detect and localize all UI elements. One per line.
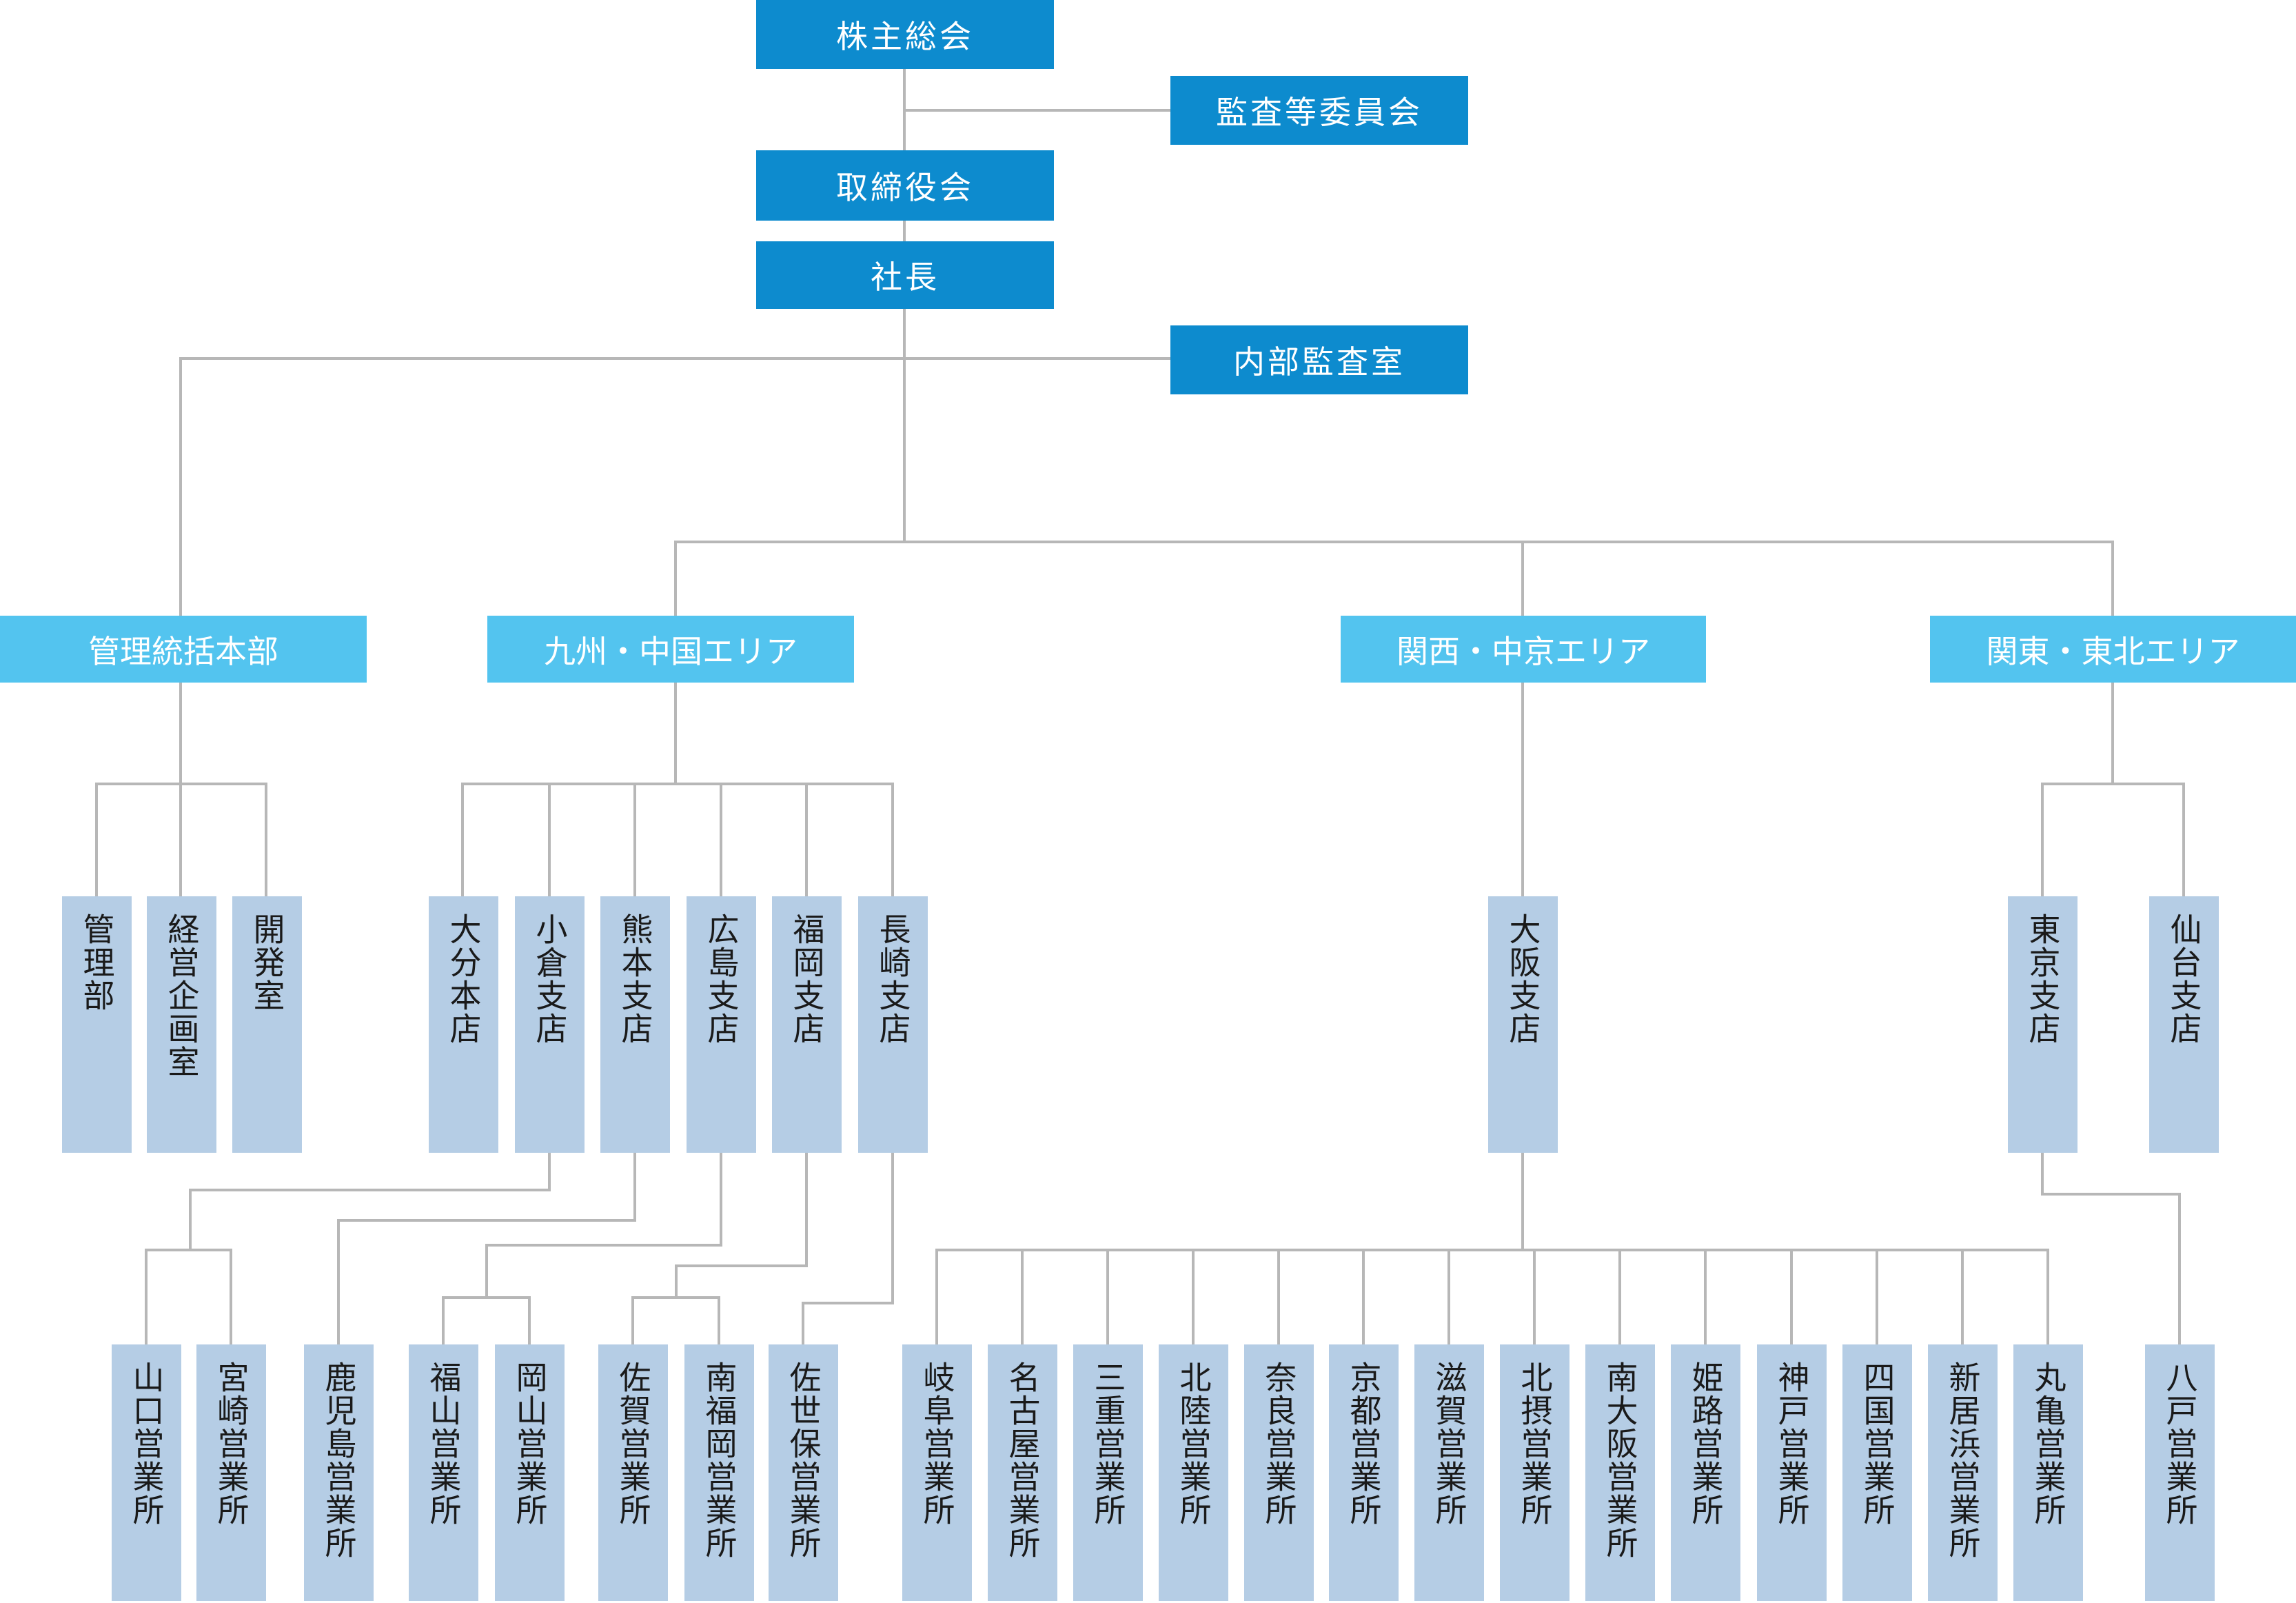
node-label: 南福岡営業所 (700, 1361, 738, 1560)
node-president: 社長 (756, 241, 1054, 309)
node-management-dept: 管理部 (62, 896, 132, 1153)
node-mie-office: 三重営業所 (1073, 1344, 1143, 1601)
node-kansai-chukyo-area: 関西・中京エリア (1341, 616, 1706, 683)
node-internal-audit: 内部監査室 (1170, 325, 1468, 394)
node-label: 南大阪営業所 (1601, 1361, 1639, 1560)
node-label: 岐阜営業所 (918, 1361, 956, 1526)
node-label: 神戸営業所 (1773, 1361, 1811, 1526)
node-marugame-office: 丸亀営業所 (2013, 1344, 2083, 1601)
node-oita-head-office: 大分本店 (429, 896, 498, 1153)
node-label: 管理部 (78, 913, 116, 1012)
node-label: 長崎支店 (874, 913, 912, 1045)
node-sendai-branch: 仙台支店 (2149, 896, 2219, 1153)
node-label: 岡山営業所 (511, 1361, 549, 1526)
node-miyazaki-office: 宮崎営業所 (196, 1344, 266, 1601)
node-niihama-office: 新居浜営業所 (1928, 1344, 1998, 1601)
node-sasebo-office: 佐世保営業所 (769, 1344, 838, 1601)
node-hiroshima-branch: 広島支店 (687, 896, 756, 1153)
node-label: 宮崎営業所 (212, 1361, 250, 1526)
node-admin-headquarters: 管理統括本部 (0, 616, 367, 683)
node-label: 大阪支店 (1504, 913, 1542, 1045)
node-gifu-office: 岐阜営業所 (902, 1344, 972, 1601)
node-corporate-planning: 経営企画室 (147, 896, 216, 1153)
node-okayama-office: 岡山営業所 (495, 1344, 565, 1601)
node-label: 福山営業所 (425, 1361, 463, 1526)
node-label: 八戸営業所 (2161, 1361, 2199, 1526)
node-label: 三重営業所 (1089, 1361, 1127, 1526)
node-label: 経営企画室 (163, 913, 201, 1078)
node-label: 開発室 (248, 913, 286, 1012)
node-minami-osaka-office: 南大阪営業所 (1585, 1344, 1655, 1601)
node-label: 滋賀営業所 (1430, 1361, 1468, 1526)
node-kokura-branch: 小倉支店 (515, 896, 585, 1153)
node-nara-office: 奈良営業所 (1244, 1344, 1314, 1601)
node-kanto-tohoku-area: 関東・東北エリア (1930, 616, 2296, 683)
node-kumamoto-branch: 熊本支店 (600, 896, 670, 1153)
node-kyushu-chugoku-area: 九州・中国エリア (487, 616, 854, 683)
node-label: 福岡支店 (788, 913, 826, 1045)
node-fukuoka-branch: 福岡支店 (772, 896, 842, 1153)
node-label: 新居浜営業所 (1944, 1361, 1982, 1560)
node-label: 奈良営業所 (1260, 1361, 1298, 1526)
node-minami-fukuoka-office: 南福岡営業所 (684, 1344, 754, 1601)
node-shareholders-meeting: 株主総会 (756, 0, 1054, 69)
node-tokyo-branch: 東京支店 (2008, 896, 2077, 1153)
node-label: 丸亀営業所 (2029, 1361, 2067, 1526)
node-label: 名古屋営業所 (1004, 1361, 1042, 1560)
node-board-of-directors: 取締役会 (756, 150, 1054, 221)
node-label: 仙台支店 (2165, 913, 2203, 1045)
node-label: 京都営業所 (1345, 1361, 1383, 1526)
node-label: 姫路営業所 (1687, 1361, 1725, 1526)
node-audit-committee: 監査等委員会 (1170, 76, 1468, 145)
node-label: 佐世保営業所 (784, 1361, 822, 1560)
node-label: 北摂営業所 (1516, 1361, 1554, 1526)
node-hachinohe-office: 八戸営業所 (2145, 1344, 2215, 1601)
node-label: 広島支店 (702, 913, 740, 1045)
node-label: 小倉支店 (531, 913, 569, 1045)
node-label: 山口営業所 (128, 1361, 165, 1526)
node-development-office: 開発室 (232, 896, 302, 1153)
node-fukuyama-office: 福山営業所 (409, 1344, 478, 1601)
node-label: 佐賀営業所 (614, 1361, 652, 1526)
node-kagoshima-office: 鹿児島営業所 (304, 1344, 374, 1601)
node-label: 熊本支店 (616, 913, 654, 1045)
node-label: 四国営業所 (1858, 1361, 1896, 1526)
node-label: 大分本店 (445, 913, 482, 1045)
node-label: 鹿児島営業所 (320, 1361, 358, 1560)
node-kyoto-office: 京都営業所 (1329, 1344, 1399, 1601)
node-yamaguchi-office: 山口営業所 (112, 1344, 181, 1601)
node-label: 東京支店 (2024, 913, 2062, 1045)
node-shiga-office: 滋賀営業所 (1414, 1344, 1484, 1601)
node-shikoku-office: 四国営業所 (1842, 1344, 1912, 1601)
node-saga-office: 佐賀営業所 (598, 1344, 668, 1601)
node-himeji-office: 姫路営業所 (1671, 1344, 1740, 1601)
node-hokusetsu-office: 北摂営業所 (1500, 1344, 1569, 1601)
node-hokuriku-office: 北陸営業所 (1159, 1344, 1228, 1601)
node-nagasaki-branch: 長崎支店 (858, 896, 928, 1153)
node-kobe-office: 神戸営業所 (1757, 1344, 1827, 1601)
node-nagoya-office: 名古屋営業所 (988, 1344, 1057, 1601)
node-label: 北陸営業所 (1175, 1361, 1212, 1526)
node-osaka-branch: 大阪支店 (1488, 896, 1558, 1153)
